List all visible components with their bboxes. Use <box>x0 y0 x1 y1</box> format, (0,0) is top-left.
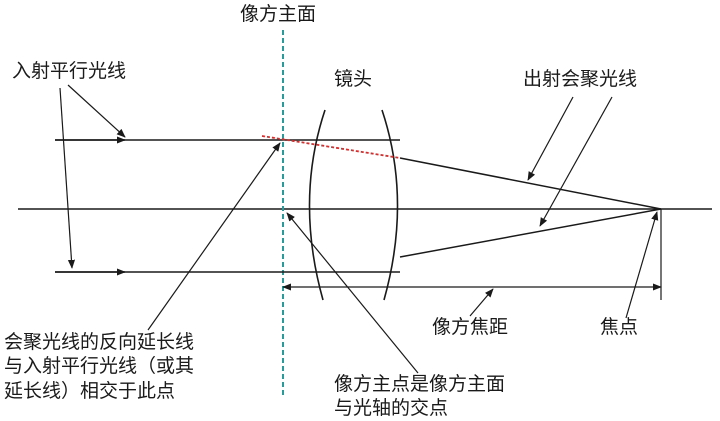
incident-parallel-rays-label: 入射平行光线 <box>12 60 127 82</box>
lens-front-surface <box>308 109 326 301</box>
leader-outgoing-lower <box>539 96 613 227</box>
leader-incident-rays <box>67 84 126 138</box>
leader-incident-rays-lower <box>59 87 76 269</box>
lens-label: 镜头 <box>334 68 373 90</box>
principal-point-note-line-1: 像方主点是像方主面 <box>334 373 506 395</box>
image-principal-plane-label: 像方主面 <box>240 3 317 25</box>
outgoing-ray-lower <box>399 208 662 258</box>
image-focal-length-label: 像方焦距 <box>432 316 509 338</box>
leader-principal-point <box>286 212 419 374</box>
principal-point-note-line-2: 与光轴的交点 <box>334 397 449 420</box>
leader-focal-point <box>625 211 659 319</box>
leader-outgoing-upper <box>527 96 574 181</box>
leader-focal-length <box>469 288 494 317</box>
focal-point-label: 焦点 <box>600 316 639 338</box>
outgoing-converging-rays-label: 出射会聚光线 <box>523 68 638 90</box>
intersection-note-line-1: 会聚光线的反向延长线 <box>4 331 195 353</box>
intersection-note: 会聚光线的反向延长线 与入射平行光线（或其 延长线）相交于此点 <box>4 330 194 403</box>
intersection-note-line-2: 与入射平行光线（或其 <box>4 355 195 378</box>
principal-point-note: 像方主点是像方主面 与光轴的交点 <box>334 372 505 421</box>
outgoing-ray-upper <box>399 157 662 210</box>
leader-intersection-point <box>147 142 281 331</box>
lens-back-surface <box>381 109 399 301</box>
backward-extension-line <box>261 135 401 159</box>
intersection-note-line-3: 延长线）相交于此点 <box>4 379 176 402</box>
